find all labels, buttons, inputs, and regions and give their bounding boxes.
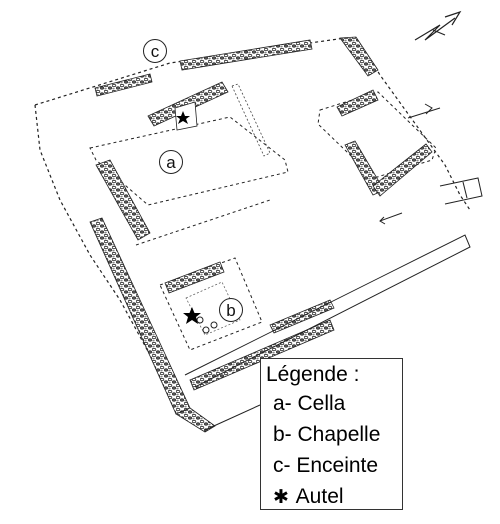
square-building: [317, 89, 437, 197]
legend-item-autel: ✱ Autel: [266, 481, 402, 513]
direction-arrow-icon: [379, 103, 441, 225]
legend-title: Légende :: [266, 363, 360, 386]
north-arrow-icon: [414, 10, 462, 41]
chapel-structure: [159, 257, 263, 351]
legend-box: Légende : a- Cella b- Chapelle c- Encein…: [260, 358, 403, 510]
legend-item-enceinte: c- Enceinte: [273, 454, 379, 477]
label-c: c: [143, 39, 167, 63]
cella-altar-star-icon: [176, 111, 190, 124]
label-a: a: [159, 150, 183, 174]
label-b: b: [219, 298, 243, 322]
chapel-altar-star-icon: [183, 307, 201, 324]
outer-south-wall: [184, 177, 483, 431]
legend-item-autel-label: Autel: [291, 485, 344, 508]
legend-item-cella: a- Cella: [273, 392, 346, 415]
star-icon: ✱: [273, 487, 289, 508]
cella-structure: [89, 81, 289, 246]
legend-item-chapelle: b- Chapelle: [273, 423, 381, 446]
